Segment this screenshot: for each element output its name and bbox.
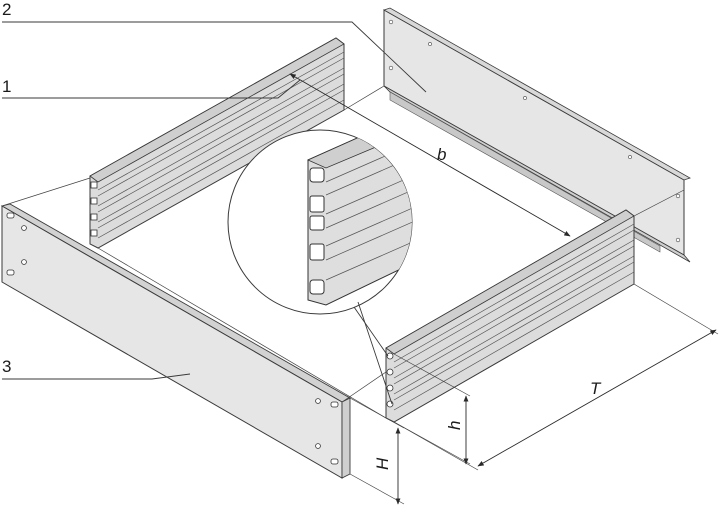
front-panel bbox=[0, 203, 351, 479]
callout-2: 2 bbox=[2, 0, 427, 93]
callout-2-label: 2 bbox=[2, 0, 11, 19]
dimension-t-label: T bbox=[590, 379, 602, 398]
dimension-h-label: h bbox=[445, 421, 464, 430]
right-rail bbox=[385, 209, 635, 423]
callout-1-label: 1 bbox=[2, 77, 11, 96]
callout-3-label: 3 bbox=[2, 357, 11, 376]
rear-panel bbox=[383, 7, 691, 263]
dimension-h-large: H bbox=[349, 397, 405, 505]
dimension-h-small: h bbox=[393, 353, 471, 465]
callout-1: 1 bbox=[2, 77, 301, 99]
callout-3: 3 bbox=[2, 357, 191, 380]
dimension-b: b bbox=[289, 73, 571, 237]
dimension-b-label: b bbox=[437, 145, 446, 164]
dimension-capital-h-label: H bbox=[373, 457, 392, 470]
